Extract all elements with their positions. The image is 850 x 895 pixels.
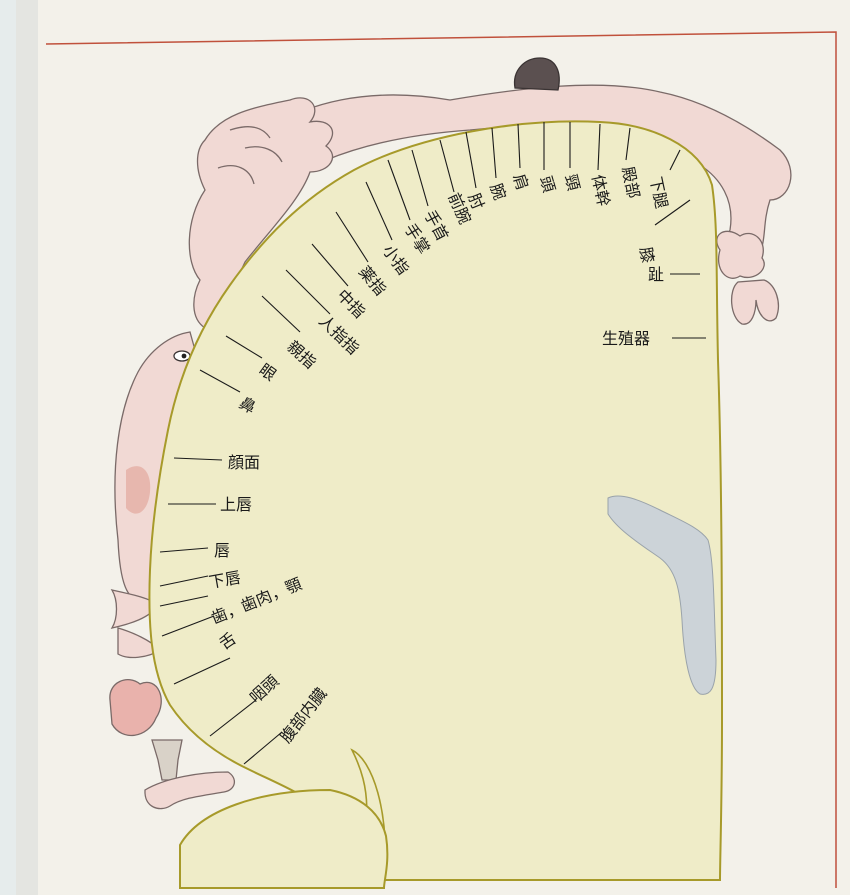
label-lips: 唇: [214, 541, 230, 560]
left-page-shadow: [16, 0, 38, 895]
label-genitals: 生殖器: [602, 329, 650, 348]
toes-drawing: [717, 231, 764, 278]
eye-pupil: [182, 354, 187, 359]
label-face: 顔面: [228, 453, 260, 472]
label-upper-lip: 上唇: [220, 495, 252, 514]
label-knee: 膝: [636, 245, 657, 264]
label-toes: 趾: [648, 265, 664, 284]
